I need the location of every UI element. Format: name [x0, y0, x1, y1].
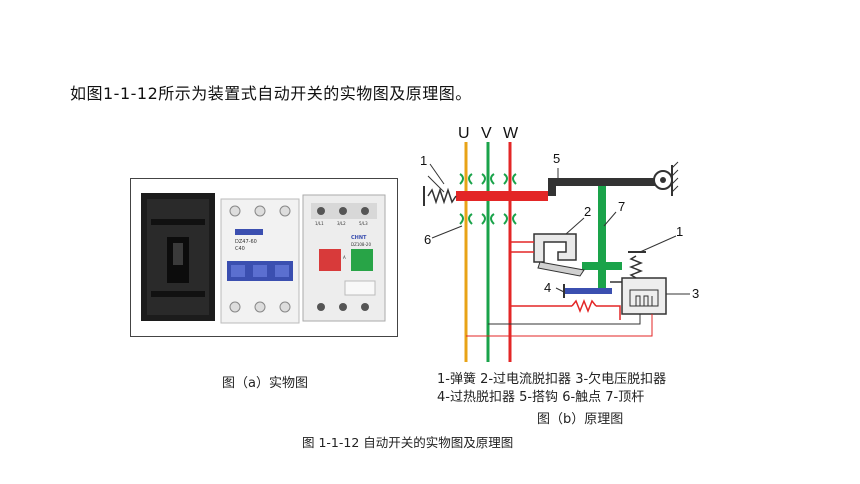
- legend-line-1: 1-弹簧 2-过电流脱扣器 3-欠电压脱扣器: [437, 372, 667, 387]
- callout-3: 3: [692, 286, 699, 301]
- callout-7: 7: [618, 199, 625, 214]
- contacts: [459, 173, 517, 225]
- legend-line-2: 4-过热脱扣器 5-搭钩 6-触点 7-顶杆: [437, 390, 645, 405]
- device2-model: DZ47-60: [235, 239, 257, 245]
- breaker-photos: DZ47-60 C40 1/L1 3/L2 5/L3 CHNT DZ108-20…: [141, 193, 386, 324]
- callout-5: 5: [553, 151, 560, 166]
- figure-caption: 图 1-1-12 自动开关的实物图及原理图: [302, 435, 514, 450]
- latch-hook: [548, 178, 660, 196]
- callout-1-left: 1: [420, 153, 427, 168]
- device3-terminal-1: 1/L1: [315, 221, 324, 226]
- thermal-release: [564, 288, 612, 294]
- device3-terminal-3: 5/L3: [359, 221, 368, 226]
- callout-1-right: 1: [676, 224, 683, 239]
- miniature-breaker-photo: DZ47-60 C40: [220, 198, 300, 324]
- spring-right: [628, 255, 644, 279]
- spring-left: [427, 187, 457, 205]
- phase-label-v: V: [481, 125, 492, 142]
- motor-protector-photo: 1/L1 3/L2 5/L3 CHNT DZ108-20 A: [302, 194, 386, 322]
- device3-brand: CHNT: [351, 235, 367, 241]
- overcurrent-release: [533, 233, 577, 263]
- photo-figure: DZ47-60 C40 1/L1 3/L2 5/L3 CHNT DZ108-20…: [130, 178, 398, 337]
- intro-text: 如图1-1-12所示为装置式自动开关的实物图及原理图。: [70, 84, 472, 103]
- pivot: [653, 170, 673, 190]
- callout-6: 6: [424, 232, 431, 247]
- contact-bar: [456, 191, 548, 201]
- device3-terminal-2: 3/L2: [337, 221, 346, 226]
- phase-label-w: W: [503, 125, 519, 142]
- device2-code: C40: [235, 246, 245, 252]
- device3-label-a: A: [343, 255, 346, 260]
- callout-2: 2: [584, 204, 591, 219]
- black-breaker-photo: [141, 193, 215, 321]
- callout-4: 4: [544, 280, 551, 295]
- push-rod: [598, 186, 606, 294]
- phase-label-u: U: [458, 125, 470, 142]
- undervoltage-release: [621, 277, 667, 315]
- device3-model: DZ108-20: [351, 242, 371, 247]
- caption-photo: 图（a）实物图: [222, 376, 308, 391]
- caption-schematic: 图（b）原理图: [537, 412, 624, 427]
